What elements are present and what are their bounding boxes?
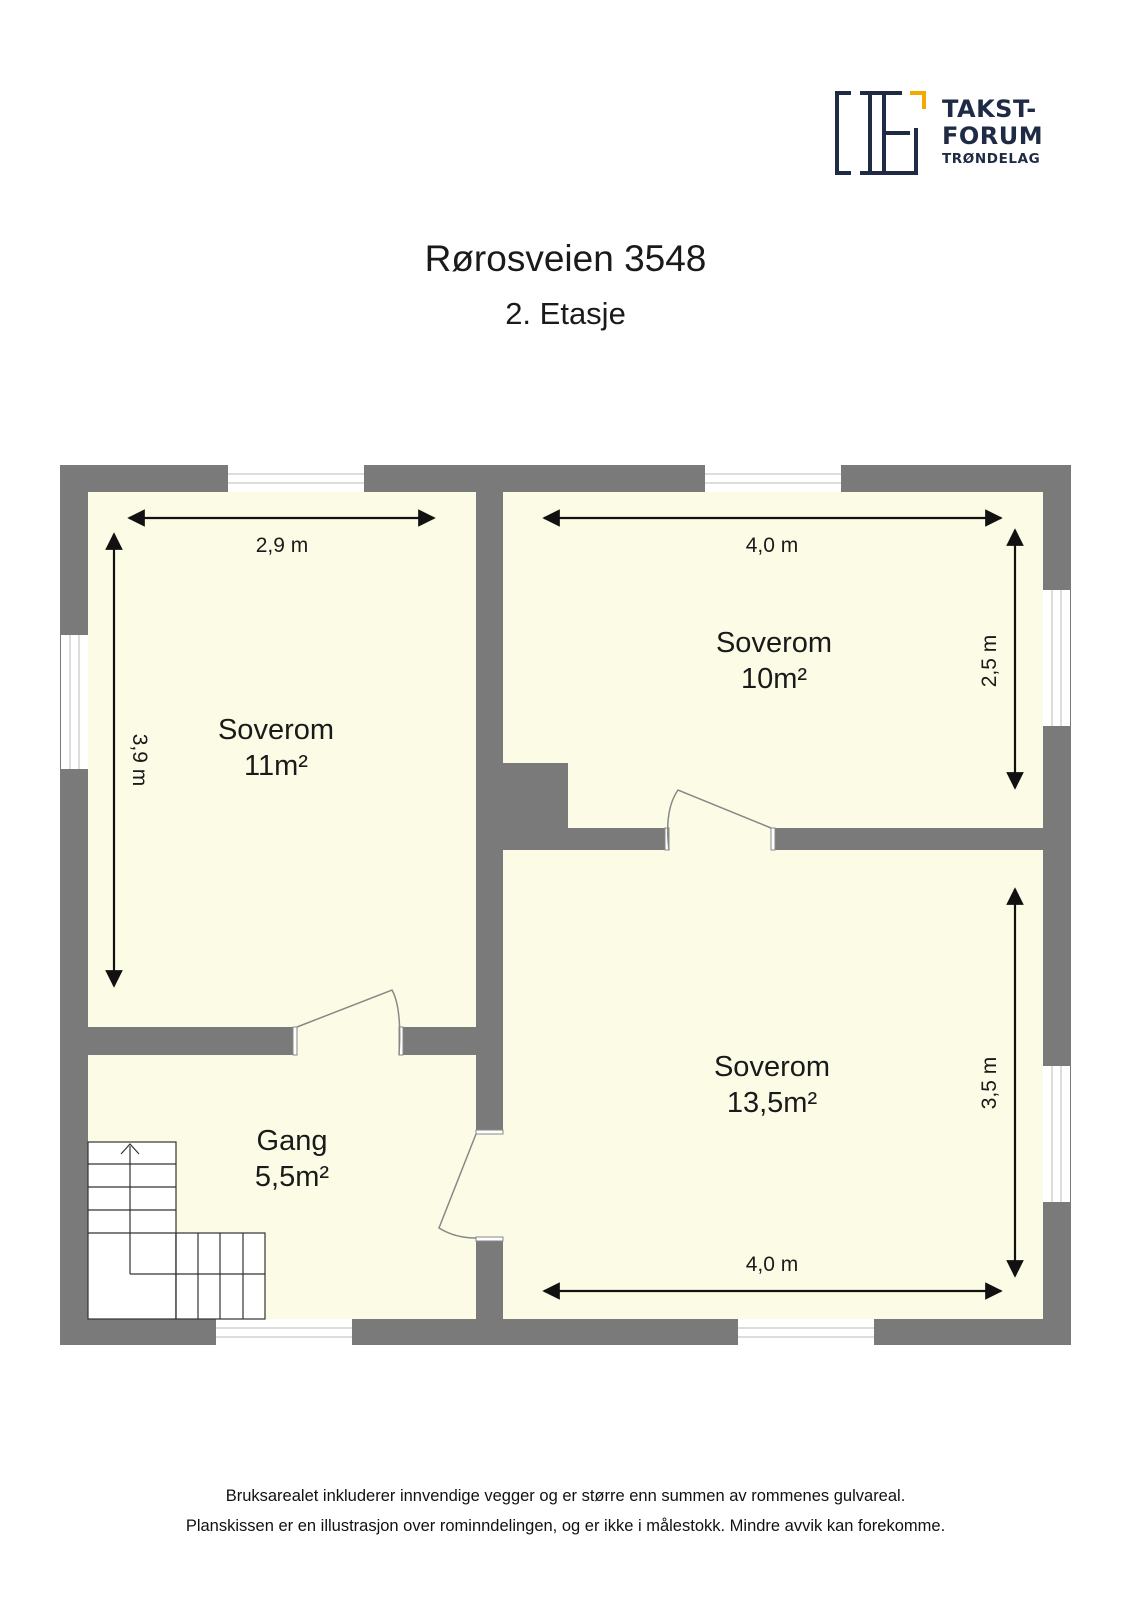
room-floor-bedroom-3 xyxy=(503,850,1043,1319)
takst-forum-logo-mark xyxy=(835,91,926,175)
door-opening-bedroom-1 xyxy=(296,1027,400,1055)
door-swing-bedroom-2 xyxy=(666,789,772,851)
door-jambs xyxy=(292,827,776,1242)
window-top-right xyxy=(705,465,841,492)
room-area-bedroom-2: 10m² xyxy=(741,663,807,695)
room-area-bedroom-1: 11m² xyxy=(244,750,308,782)
window-top-left xyxy=(228,465,364,492)
room-floor-bedroom-2 xyxy=(503,492,1043,828)
logo-line-3: TRØNDELAG xyxy=(942,151,1041,167)
room-name-bedroom-2: Soverom xyxy=(716,627,832,659)
room-name-bedroom-1: Soverom xyxy=(218,714,334,746)
logo-line-1: TAKST- xyxy=(942,95,1037,123)
window-right-lower xyxy=(1043,1066,1070,1202)
window-left xyxy=(61,635,88,769)
page-subtitle: 2. Etasje xyxy=(505,296,626,331)
dim-bedroom-3-width: 4,0 m xyxy=(746,1253,799,1276)
window-bottom-left xyxy=(216,1319,352,1345)
room-name-bedroom-3: Soverom xyxy=(714,1051,830,1083)
door-swing-bedroom-3 xyxy=(438,1133,477,1239)
room-area-bedroom-3: 13,5m² xyxy=(727,1087,818,1119)
window-right-upper xyxy=(1043,590,1070,726)
footnote-usable-area: Bruksarealet inkluderer innvendige vegge… xyxy=(225,1487,906,1505)
window-bottom-right xyxy=(738,1319,874,1345)
dim-bedroom-2-height: 2,5 m xyxy=(978,635,1001,688)
logo-line-2: FORUM xyxy=(942,122,1044,150)
company-logo: TAKST- FORUM TRØNDELAG xyxy=(832,88,1062,180)
room-name-hallway: Gang xyxy=(257,1125,328,1157)
room-area-hallway: 5,5m² xyxy=(255,1161,329,1193)
door-swing-bedroom-1 xyxy=(296,989,401,1056)
door-opening-bedroom-3 xyxy=(476,1133,503,1238)
door-opening-bedroom-2 xyxy=(668,828,772,850)
dim-bedroom-1-height: 3,9 m xyxy=(128,734,151,787)
room-floor-bedroom-1 xyxy=(88,492,476,1027)
logo-wordmark: TAKST- FORUM TRØNDELAG xyxy=(942,96,1043,168)
stair-direction-arrow xyxy=(120,1143,140,1274)
dim-bedroom-1-width: 2,9 m xyxy=(256,534,309,557)
footnote-disclaimer: Planskissen er en illustrasjon over romi… xyxy=(185,1517,946,1535)
staircase xyxy=(87,1141,266,1320)
page-title: Rørosveien 3548 xyxy=(424,238,707,279)
dim-bedroom-2-width: 4,0 m xyxy=(746,534,799,557)
dim-bedroom-3-height: 3,5 m xyxy=(978,1057,1001,1110)
